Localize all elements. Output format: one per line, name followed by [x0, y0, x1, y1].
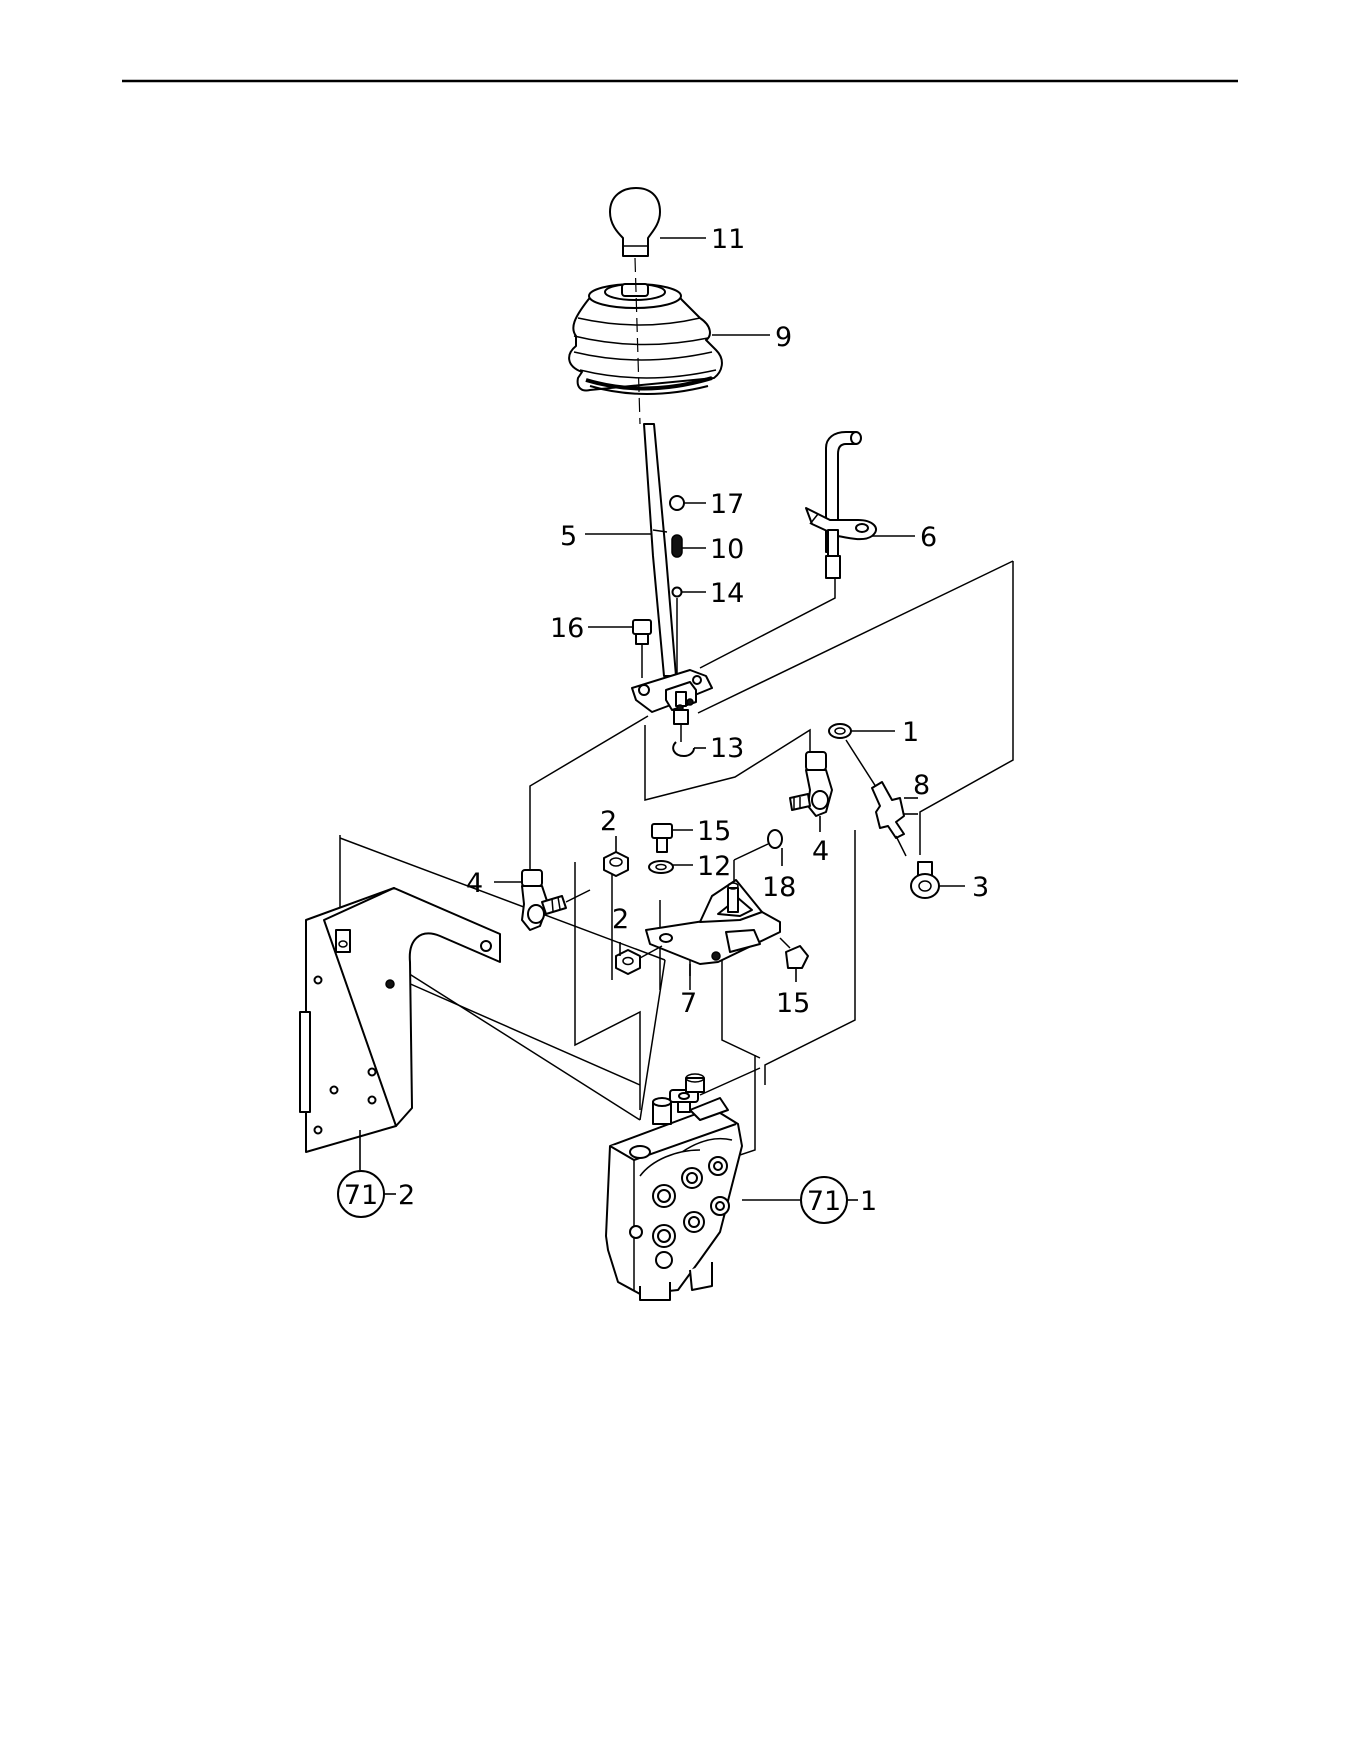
nut-2-upper	[604, 852, 628, 876]
adjuster-8	[872, 782, 906, 856]
bolt-15-lower	[780, 938, 808, 968]
washer-12	[649, 861, 673, 873]
e-clip	[673, 742, 694, 756]
callout-13: 13	[710, 733, 744, 764]
rubber-boot	[569, 284, 722, 394]
callout-5: 5	[560, 521, 577, 552]
callout-15-lower: 15	[776, 988, 810, 1019]
bolt-15-upper	[652, 824, 672, 852]
bolt-16	[633, 620, 651, 678]
callout-4-right: 4	[812, 836, 829, 867]
shift-knob	[610, 188, 660, 256]
valve-assembly-suffix: 1	[860, 1186, 877, 1217]
valve-assembly-number: 71	[807, 1186, 841, 1217]
callout-7: 7	[680, 988, 697, 1019]
lever-base-plate	[632, 670, 712, 742]
callout-1: 1	[902, 717, 919, 748]
yoke-4-left	[522, 870, 590, 930]
yoke-4-right	[790, 752, 832, 816]
detent-bracket-7	[646, 880, 780, 990]
washer-1	[829, 724, 851, 738]
callout-6: 6	[920, 522, 937, 553]
callout-8: 8	[913, 770, 930, 801]
bracket-assembly-suffix: 2	[398, 1180, 415, 1211]
callout-12: 12	[697, 851, 731, 882]
bracket-assembly-number: 71	[344, 1180, 378, 1211]
mounting-bracket	[300, 888, 500, 1152]
callout-16: 16	[550, 613, 584, 644]
callout-15-upper: 15	[697, 816, 731, 847]
callout-17: 17	[710, 489, 744, 520]
control-valve	[606, 1074, 742, 1300]
callout-9: 9	[775, 322, 792, 353]
callout-10: 10	[710, 534, 744, 565]
rod-eye-3	[911, 862, 939, 898]
selector-rod	[806, 432, 876, 578]
callout-14: 14	[710, 578, 744, 609]
callout-11: 11	[711, 224, 745, 255]
callout-18: 18	[762, 872, 796, 903]
callout-2-upper: 2	[600, 806, 617, 837]
callout-3: 3	[972, 872, 989, 903]
washer-18	[768, 830, 782, 848]
callout-4-left: 4	[466, 868, 483, 899]
callout-2-lower: 2	[612, 904, 629, 935]
